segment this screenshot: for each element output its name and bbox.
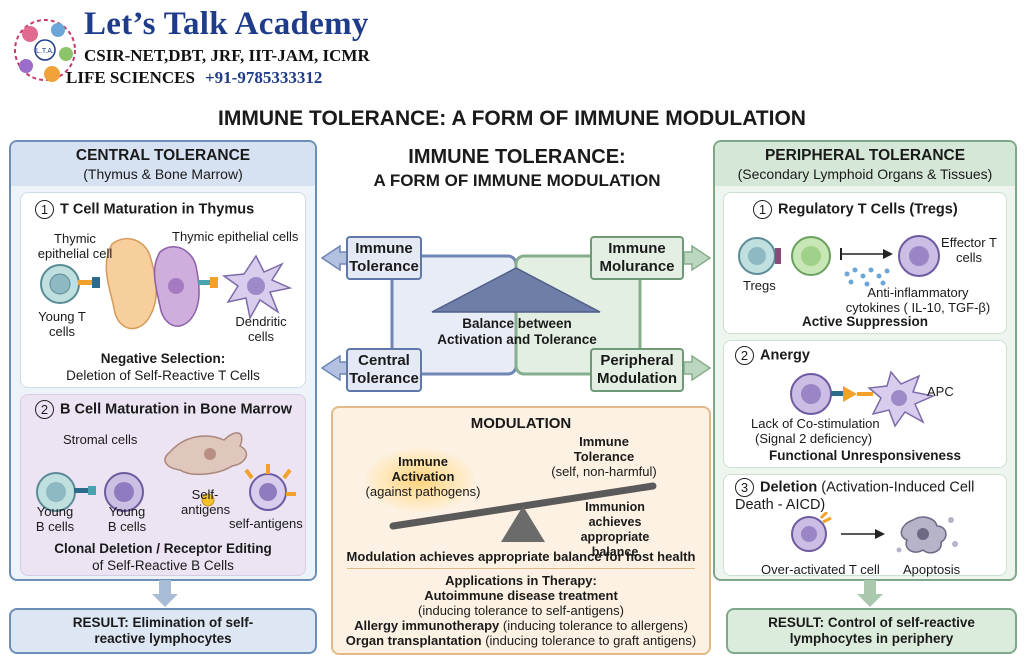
central-result-text: RESULT: Elimination of self-reactive lym…: [72, 615, 254, 646]
immunion-label: Immunion achieves appropriate balance: [580, 500, 650, 559]
apoptosis-cell: [896, 516, 958, 554]
label-self-antigens-2: self-antigens: [229, 516, 303, 531]
label-self-antigens-1: Self-antigens: [181, 487, 231, 517]
center-title-1: IMMUNE TOLERANCE:: [408, 146, 626, 168]
modulation-panel: MODULATION Immune Activation (against pa…: [331, 406, 711, 655]
label-cytokines: Anti-inflammatory cytokines ( IL-10, TGF…: [845, 285, 991, 315]
brand-name: Let’s Talk Academy: [84, 6, 369, 42]
page-title: IMMUNE TOLERANCE: A FORM OF IMMUNE MODUL…: [218, 107, 806, 130]
brand-phone: +91-9785333312: [204, 68, 323, 87]
anergy-illustration: [790, 370, 936, 428]
brand-line2: LIFE SCIENCES +91-9785333312: [66, 68, 322, 88]
peripheral-tolerance-panel: PERIPHERAL TOLERANCE (Secondary Lymphoid…: [713, 140, 1017, 581]
negative-selection-title: Negative Selection:: [100, 351, 226, 366]
balance-triangle: [431, 267, 601, 313]
peripheral-result-text: RESULT: Control of self-reactive lymphoc…: [768, 615, 975, 646]
balance-label: Balance between Activation and Tolerance: [437, 316, 597, 347]
bone-marrow-illustration: [36, 432, 296, 512]
brand-logo-icon: L.T.A.: [14, 19, 76, 82]
apc-cell: [867, 370, 936, 428]
peripheral-result-box: RESULT: Control of self-reactive lymphoc…: [726, 608, 1017, 654]
peripheral-tolerance-title: PERIPHERAL TOLERANCE: [764, 147, 966, 164]
applications-title: Applications in Therapy:: [445, 573, 597, 588]
label-apoptosis: Apoptosis: [903, 562, 961, 577]
label-dendritic-cells: Dendritic cells: [235, 314, 287, 344]
central-result-box: RESULT: Elimination of self-reactive lym…: [9, 608, 317, 654]
peripheral-result-arrow: [857, 580, 883, 607]
clonal-deletion-desc: of Self-Reactive B Cells: [92, 558, 234, 573]
self-antigen-dot: [201, 493, 215, 507]
label-young-b-cells-2: Young B cells: [107, 504, 147, 534]
box-peripheral-modulation: Peripheral Modulation: [590, 348, 684, 392]
box-immune-tolerance: Immune Tolerance: [346, 236, 422, 280]
activation-glow: [365, 448, 475, 512]
label-signal2: (Signal 2 deficiency): [755, 431, 873, 446]
tregs-illustration: [738, 235, 940, 287]
modulation-achieves: Modulation achieves appropriate balance …: [346, 549, 696, 564]
central-tolerance-title: CENTRAL TOLERANCE: [75, 147, 251, 164]
peripheral-tolerance-header: [715, 142, 1015, 186]
balance-diagram: [320, 244, 712, 382]
label-effector-t-cells: Effector T cells: [941, 235, 997, 265]
label-young-b-cells-1: Young B cells: [35, 504, 75, 534]
thymus-illustration: [40, 238, 293, 330]
deletion-section: [723, 474, 1007, 576]
clonal-deletion-title: Clonal Deletion / Receptor Editing: [54, 541, 272, 556]
central-tolerance-panel: CENTRAL TOLERANCE (Thymus & Bone Marrow)…: [9, 140, 317, 581]
functional-unresponsiveness: Functional Unresponsiveness: [768, 448, 962, 463]
dendritic-cell: [221, 254, 293, 321]
brand-logo: L.T.A.: [8, 10, 82, 92]
seesaw: [389, 482, 657, 542]
label-thymic-epithelial-cells: Thymic epithelial cells: [172, 229, 299, 244]
app-transplant: Organ transplantation (inducing toleranc…: [345, 633, 697, 648]
peripheral-tolerance-subtitle: (Secondary Lymphoid Organs & Tissues): [737, 166, 993, 182]
central-tolerance-subtitle: (Thymus & Bone Marrow): [83, 166, 243, 182]
self-antigen-b-cell: [244, 464, 296, 511]
label-stromal-cells: Stromal cells: [63, 432, 138, 447]
label-thymic-epithelial-cell: Thymic epithelial cell: [37, 231, 113, 261]
negative-selection-desc: Deletion of Self-Reactive T Cells: [66, 368, 260, 383]
modulation-divider: [347, 568, 695, 569]
thymic-epithelial-cell-orange: [105, 238, 157, 330]
app-allergy: Allergy immunotherapy (inducing toleranc…: [354, 618, 688, 633]
central-result-arrow: [152, 580, 178, 607]
label-over-activated: Over-activated T cell: [761, 562, 880, 577]
brand-exams: CSIR-NET,DBT, JRF, IIT-JAM, ICMR: [84, 46, 370, 65]
immune-activation-label: Immune Activation (against pathogens): [365, 454, 481, 499]
label-young-t-cells: Young T cells: [38, 309, 86, 339]
deletion-illustration: [791, 512, 958, 554]
label-lack-costimulation: Lack of Co-stimulation: [751, 416, 880, 431]
label-apc: APC: [927, 384, 954, 399]
tcr-receptor: [78, 280, 92, 285]
app-autoimmune-desc: (inducing tolerance to self-antigens): [418, 603, 624, 618]
cytokine-dots: [844, 267, 890, 287]
modulation-title: MODULATION: [470, 415, 572, 432]
label-tregs: Tregs: [743, 278, 776, 293]
app-autoimmune-title: Autoimmune disease treatment: [424, 588, 618, 603]
immune-tolerance-label: Immune Tolerance (self, non-harmful): [551, 434, 657, 479]
brand-subject: LIFE SCIENCES: [66, 68, 195, 87]
active-suppression: Active Suppression: [801, 314, 929, 329]
box-central-tolerance: Central Tolerance: [346, 348, 422, 392]
center-title-2: A FORM OF IMMUNE MODULATION: [373, 171, 661, 190]
svg-text:L.T.A.: L.T.A.: [36, 48, 54, 55]
box-immune-molurance: Immune Molurance: [590, 236, 684, 280]
anergy-section: [723, 340, 1007, 468]
central-tolerance-header: [11, 142, 315, 186]
